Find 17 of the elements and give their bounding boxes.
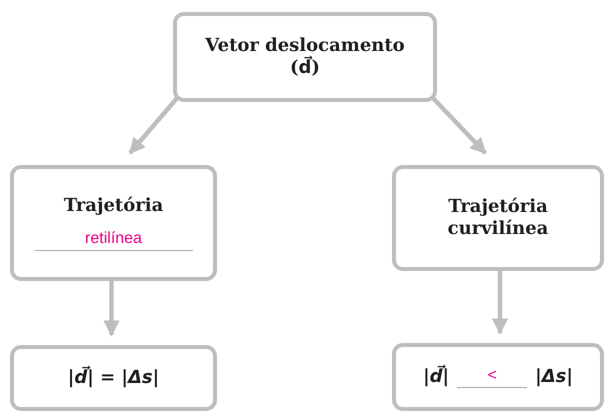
- arrow: [430, 95, 487, 155]
- concept-box: [10, 165, 217, 281]
- box-label: Trajetória: [64, 194, 164, 218]
- formula-text: |Δs|: [535, 366, 573, 388]
- fill-in-line: retilínea: [34, 229, 192, 252]
- arrow: [492, 271, 508, 335]
- formula-text: |d⃗| = |Δs|: [68, 366, 160, 390]
- arrow: [103, 281, 120, 337]
- formula-text: |d⃗|: [423, 366, 450, 388]
- concept-box: [173, 12, 437, 102]
- concept-box: [392, 165, 604, 271]
- box-label: Vetor deslocamento (d⃗): [204, 34, 406, 80]
- arrow: [128, 96, 180, 154]
- box-label: Trajetória curvilínea: [446, 196, 550, 240]
- concept-box: [10, 345, 217, 411]
- fill-in-line: <: [457, 366, 528, 388]
- concept-box: [392, 343, 604, 411]
